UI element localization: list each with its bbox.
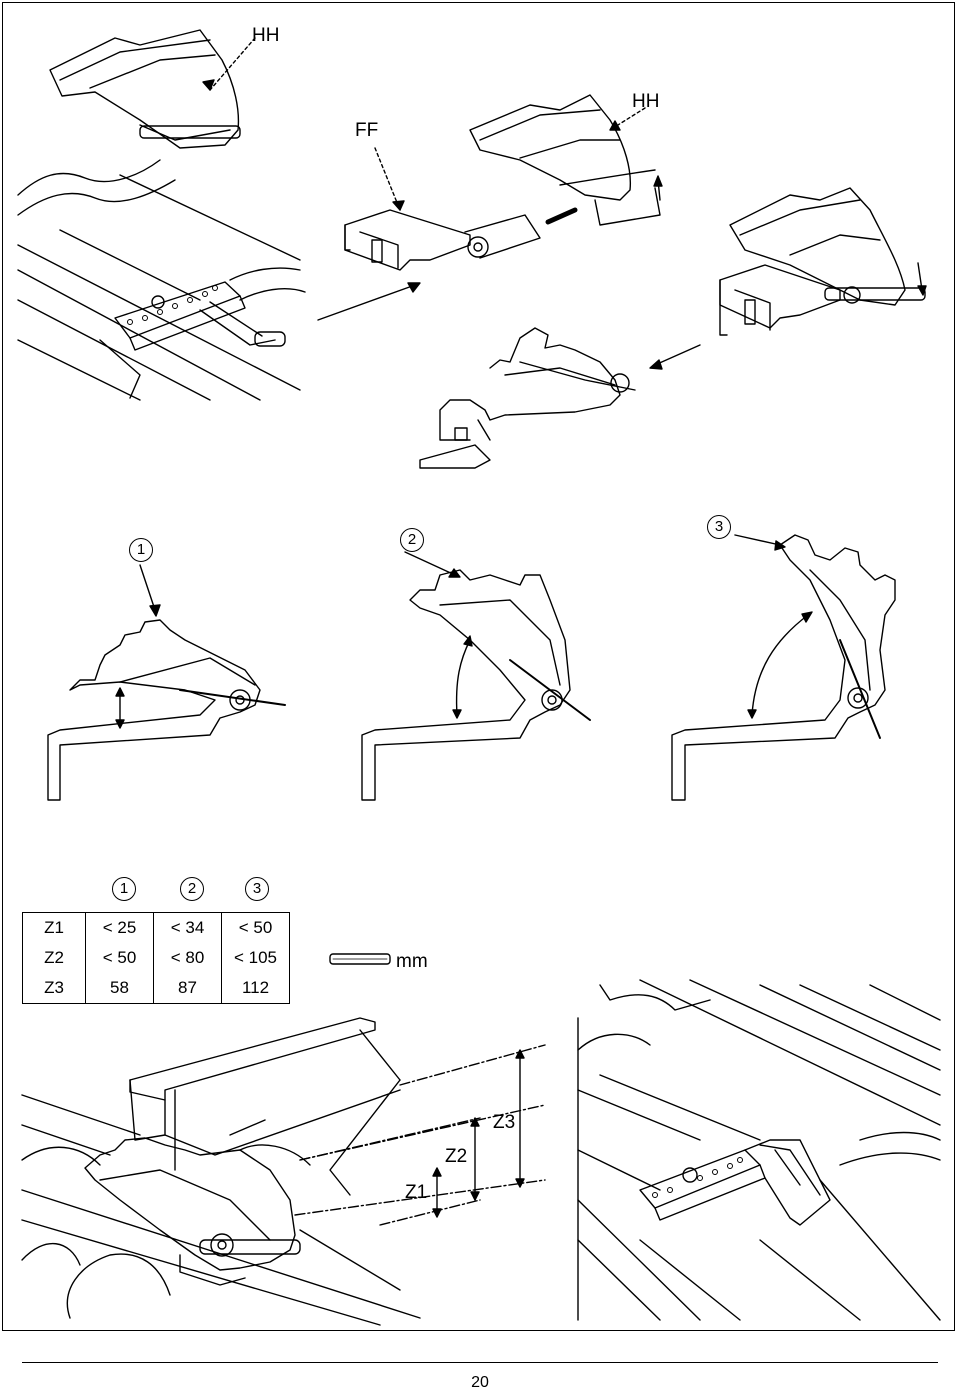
clamp-side-view-assembled	[419, 327, 636, 469]
roof-tiles-bottom-left	[21, 1079, 421, 1326]
lift-arrowhead	[653, 175, 663, 187]
row-label: Z2	[22, 943, 86, 973]
assembly-arrow-1-head	[407, 282, 421, 293]
step-1-marker: 1	[129, 538, 153, 562]
leader-step-3	[734, 534, 781, 546]
table-cell: < 50	[85, 943, 154, 973]
assembled-clamp-top-right	[719, 187, 926, 336]
rail-clamp-top-left	[49, 29, 241, 149]
label-z2: Z2	[445, 1146, 468, 1167]
step-diagram-1	[47, 619, 286, 801]
table-header-2: 2	[180, 877, 204, 901]
row-label: Z3	[22, 973, 86, 1004]
table-cell: 87	[153, 973, 222, 1004]
unit-mm: mm	[396, 951, 428, 972]
rail-clamp-hh-middle	[469, 94, 661, 226]
leader-step-2-head	[448, 568, 461, 578]
rail-clamp-bottom	[84, 1137, 301, 1286]
step-diagram-2	[361, 569, 591, 801]
leader-hh-middle	[609, 107, 646, 131]
table-cell: < 34	[153, 912, 222, 943]
label-hh-middle: HH	[632, 91, 660, 112]
table-cell: < 105	[221, 943, 290, 973]
dimension-lines	[294, 1044, 546, 1226]
leader-step-3-head	[774, 540, 786, 551]
bracket-ff	[344, 207, 578, 271]
table-cell: < 25	[85, 912, 154, 943]
assembly-arrow-1	[317, 284, 416, 321]
leader-ff	[374, 147, 401, 211]
table-row: Z2 < 50 < 80 < 105	[22, 943, 290, 973]
leader-hh-middle-arrowhead	[609, 120, 621, 131]
ruler-icon	[329, 953, 391, 965]
assembly-arrow-2-head	[649, 359, 663, 370]
table-row: Z3 58 87 112	[22, 973, 290, 1004]
row-label: Z1	[22, 912, 86, 943]
table-cell: < 50	[221, 912, 290, 943]
leader-hh-top	[209, 37, 256, 91]
page-frame	[2, 2, 955, 1331]
leader-step-1	[139, 564, 156, 611]
leader-step-1-head	[149, 604, 161, 617]
page-number: 20	[471, 1374, 489, 1391]
table-header-3: 3	[245, 877, 269, 901]
roof-tiles-top-left	[17, 159, 306, 401]
table-header-1: 1	[112, 877, 136, 901]
step-2-marker: 2	[400, 528, 424, 552]
table-cell: < 80	[153, 943, 222, 973]
roof-hook-plate-bottom-right	[639, 1139, 831, 1226]
table-cell: 112	[221, 973, 290, 1004]
label-z3: Z3	[493, 1112, 516, 1133]
roof-hook-plate-top-left	[114, 281, 286, 351]
push-arrowhead	[917, 285, 927, 296]
clearance-table: Z1 < 25 < 34 < 50 Z2 < 50 < 80 < 105 Z3 …	[22, 912, 290, 1004]
leader-hh-top-arrowhead	[202, 79, 215, 91]
step-3-marker: 3	[707, 515, 731, 539]
mounting-rail	[129, 1017, 401, 1171]
roof-tiles-bottom-right	[577, 979, 941, 1321]
label-ff: FF	[355, 120, 379, 141]
step-diagram-3	[671, 534, 896, 801]
footer-rule	[22, 1362, 938, 1363]
leader-step-2	[404, 551, 456, 576]
leader-ff-arrowhead	[392, 200, 405, 211]
label-hh-top: HH	[252, 25, 280, 46]
assembly-arrow-2	[654, 344, 701, 366]
table-row: Z1 < 25 < 34 < 50	[22, 912, 290, 943]
table-cell: 58	[85, 973, 154, 1004]
label-z1: Z1	[405, 1182, 428, 1203]
